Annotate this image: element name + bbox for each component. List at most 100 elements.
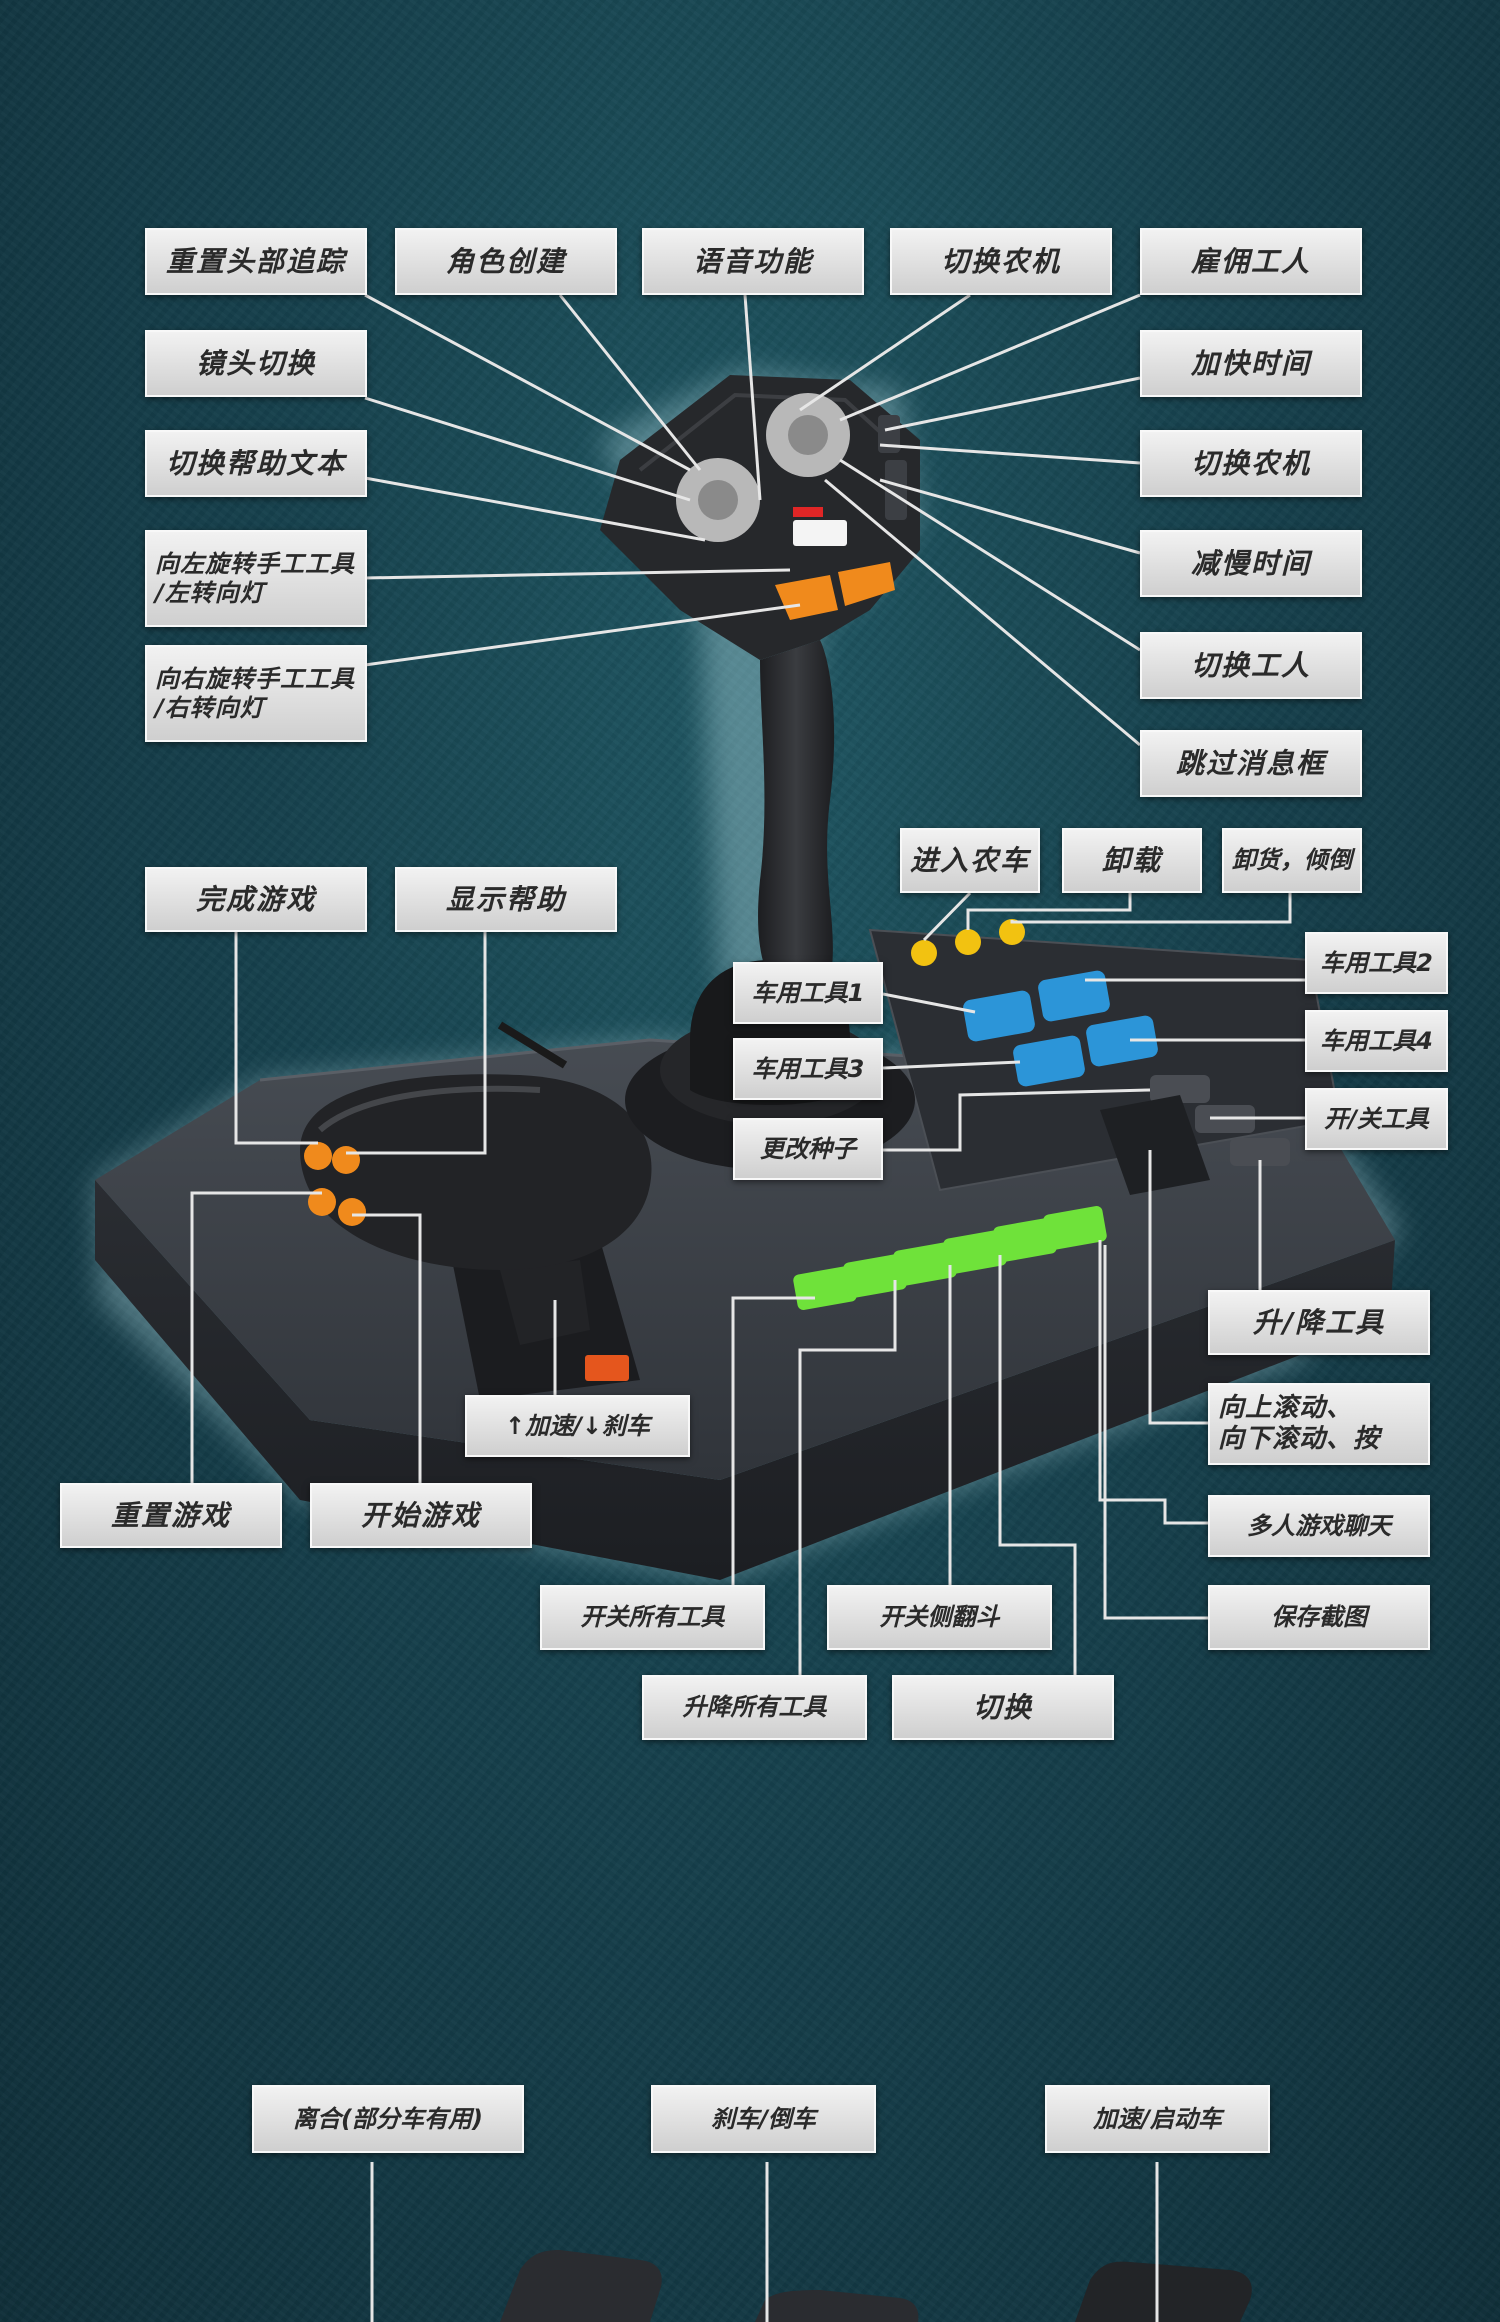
label-toggle-side-tip: 开关侧翻斗 bbox=[827, 1585, 1052, 1650]
line-switch bbox=[998, 1255, 1077, 1695]
line-tool-1 bbox=[882, 992, 976, 1014]
line-switch-worker bbox=[839, 458, 1141, 652]
orange-rocker-right[interactable] bbox=[838, 562, 895, 606]
green-button-3[interactable] bbox=[892, 1241, 957, 1287]
orange-button-tl[interactable] bbox=[304, 1142, 332, 1170]
label-tool-on-off: 开/关工具 bbox=[1305, 1088, 1448, 1150]
label-voice-function: 语音功能 bbox=[642, 228, 864, 295]
label-show-help: 显示帮助 bbox=[395, 867, 617, 932]
line-finish-game bbox=[234, 930, 318, 1145]
label-vehicle-tool-1: 车用工具1 bbox=[733, 962, 883, 1024]
label-finish-game: 完成游戏 bbox=[145, 867, 367, 932]
line-change-seed bbox=[883, 1088, 1151, 1152]
blue-button-3[interactable] bbox=[1012, 1034, 1086, 1087]
yellow-button-2[interactable] bbox=[955, 929, 981, 955]
throttle-grip bbox=[300, 1074, 652, 1270]
orange-rocker-left[interactable] bbox=[775, 575, 838, 620]
line-rotate-right bbox=[364, 603, 801, 667]
label-scroll: 向上滚动、 向下滚动、按 bbox=[1208, 1383, 1430, 1465]
label-multiplayer-chat: 多人游戏聊天 bbox=[1208, 1495, 1430, 1557]
label-reset-game: 重置游戏 bbox=[60, 1483, 282, 1548]
line-raise-all bbox=[798, 1280, 897, 1695]
label-switch-worker: 切换工人 bbox=[1140, 632, 1362, 699]
label-save-screenshot: 保存截图 bbox=[1208, 1585, 1430, 1650]
line-reset-head bbox=[364, 293, 691, 472]
line-multiplayer bbox=[1098, 1240, 1208, 1525]
joystick-shaft bbox=[758, 640, 835, 980]
grey-button-3[interactable] bbox=[1230, 1138, 1290, 1166]
label-toggle-all-tools: 开关所有工具 bbox=[540, 1585, 765, 1650]
hat-switch-left[interactable] bbox=[676, 458, 760, 542]
hat-switch-right[interactable] bbox=[766, 393, 850, 477]
line-rotate-left bbox=[364, 568, 791, 580]
green-button-2[interactable] bbox=[842, 1253, 907, 1299]
label-raise-lower-tool: 升/降工具 bbox=[1208, 1290, 1430, 1355]
line-switch-machine-2 bbox=[879, 443, 1141, 465]
blue-button-1[interactable] bbox=[962, 989, 1036, 1042]
pedal-accelerator[interactable] bbox=[1075, 2261, 1252, 2322]
line-show-help bbox=[346, 930, 487, 1155]
line-unload bbox=[966, 893, 1132, 930]
pedal-brake[interactable] bbox=[755, 2290, 919, 2322]
label-accel-start: 加速/启动车 bbox=[1045, 2085, 1270, 2153]
label-enter-vehicle: 进入农车 bbox=[900, 828, 1040, 893]
label-raise-lower-all: 升降所有工具 bbox=[642, 1675, 867, 1740]
throttle-stem bbox=[500, 1260, 590, 1345]
orange-button-bl[interactable] bbox=[308, 1188, 336, 1216]
label-speed-up-time: 加快时间 bbox=[1140, 330, 1362, 397]
green-button-5[interactable] bbox=[992, 1217, 1057, 1263]
label-switch-machine-2: 切换农机 bbox=[1140, 430, 1362, 497]
label-hire-worker: 雇佣工人 bbox=[1140, 228, 1362, 295]
label-rotate-right: 向右旋转手工工具 /右转向灯 bbox=[145, 645, 367, 742]
label-rotate-left: 向左旋转手工工具 /左转向灯 bbox=[145, 530, 367, 627]
throttle-indicator bbox=[585, 1355, 629, 1381]
white-indicator bbox=[793, 520, 847, 546]
line-character bbox=[558, 294, 702, 471]
line-camera bbox=[364, 396, 691, 502]
line-skip-message bbox=[824, 478, 1141, 747]
line-voice bbox=[743, 294, 762, 501]
label-toggle-help-text: 切换帮助文本 bbox=[145, 430, 367, 497]
line-save-screenshot bbox=[1103, 1245, 1208, 1620]
label-start-game: 开始游戏 bbox=[310, 1483, 532, 1548]
line-start-game bbox=[352, 1213, 422, 1483]
label-switch: 切换 bbox=[892, 1675, 1114, 1740]
line-tool-3 bbox=[882, 1060, 1021, 1070]
label-brake-reverse: 刹车/倒车 bbox=[651, 2085, 876, 2153]
line-slow-down bbox=[879, 478, 1141, 555]
line-help-text bbox=[364, 476, 706, 542]
hat-side-button-1[interactable] bbox=[878, 415, 900, 453]
line-reset-game bbox=[190, 1191, 322, 1483]
label-change-seed: 更改种子 bbox=[733, 1118, 883, 1180]
label-camera-switch: 镜头切换 bbox=[145, 330, 367, 397]
green-button-6[interactable] bbox=[1042, 1205, 1107, 1251]
label-vehicle-tool-3: 车用工具3 bbox=[733, 1038, 883, 1100]
yellow-button-1[interactable] bbox=[911, 940, 937, 966]
pedal-clutch[interactable] bbox=[500, 2250, 662, 2322]
label-clutch: 离合(部分车有用) bbox=[252, 2085, 524, 2153]
label-character-creation: 角色创建 bbox=[395, 228, 617, 295]
line-speed-up bbox=[884, 376, 1141, 432]
line-hire-worker bbox=[839, 293, 1141, 422]
label-vehicle-tool-2: 车用工具2 bbox=[1305, 932, 1448, 994]
green-button-4[interactable] bbox=[942, 1229, 1007, 1275]
scroll-wheel[interactable] bbox=[1100, 1095, 1210, 1195]
blue-button-2[interactable] bbox=[1037, 969, 1111, 1022]
line-toggle-all bbox=[731, 1296, 815, 1605]
grey-button-1[interactable] bbox=[1150, 1075, 1210, 1103]
label-unload: 卸载 bbox=[1062, 828, 1202, 893]
red-indicator bbox=[793, 507, 823, 517]
label-slow-down-time: 减慢时间 bbox=[1140, 530, 1362, 597]
label-switch-machine-1: 切换农机 bbox=[890, 228, 1112, 295]
line-unload-tip bbox=[1010, 893, 1292, 924]
label-skip-message: 跳过消息框 bbox=[1140, 730, 1362, 797]
label-accel-brake: ↑加速/↓刹车 bbox=[465, 1395, 690, 1457]
hat-side-button-2[interactable] bbox=[885, 460, 907, 520]
label-vehicle-tool-4: 车用工具4 bbox=[1305, 1010, 1448, 1072]
label-reset-head-tracking: 重置头部追踪 bbox=[145, 228, 367, 295]
orange-button-br[interactable] bbox=[338, 1198, 366, 1226]
blue-button-4[interactable] bbox=[1085, 1014, 1159, 1067]
line-switch-machine-1 bbox=[799, 293, 971, 412]
yellow-button-3[interactable] bbox=[999, 919, 1025, 945]
